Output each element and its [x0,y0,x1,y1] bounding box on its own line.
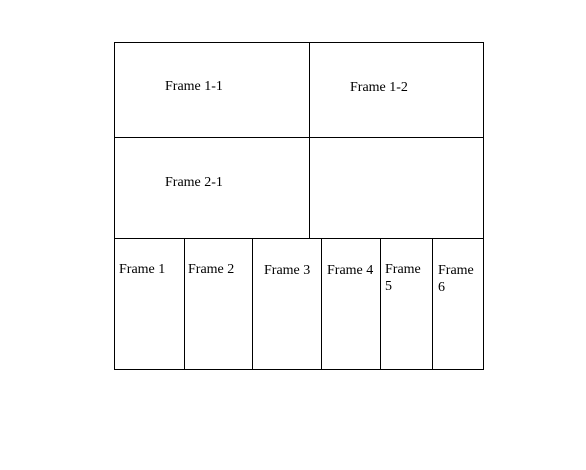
frame-bottom-5: Frame 5 [380,238,433,370]
frame-1-1-label: Frame 1-1 [165,79,223,94]
frame-bottom-3: Frame 3 [252,238,322,370]
frame-bottom-6-label: Frame 6 [438,263,474,295]
frame-1-1: Frame 1-1 [114,42,310,138]
frame-bottom-4: Frame 4 [321,238,381,370]
frame-bottom-3-label: Frame 3 [264,263,311,278]
frame-bottom-5-label: Frame 5 [385,262,421,294]
frame-1-2: Frame 1-2 [309,42,484,138]
frame-2-2 [309,137,484,239]
frame-bottom-6: Frame 6 [432,238,484,370]
frameset-diagram: Frame 1-1 Frame 1-2 Frame 2-1 Frame 1 Fr… [114,42,484,370]
frame-bottom-1: Frame 1 [114,238,185,370]
frame-bottom-2-label: Frame 2 [188,262,235,277]
frame-bottom-2: Frame 2 [184,238,253,370]
frame-bottom-1-label: Frame 1 [119,262,166,277]
frame-1-2-label: Frame 1-2 [350,80,408,95]
frame-2-1-label: Frame 2-1 [165,175,223,190]
frame-2-1: Frame 2-1 [114,137,310,239]
frame-bottom-4-label: Frame 4 [327,263,374,278]
